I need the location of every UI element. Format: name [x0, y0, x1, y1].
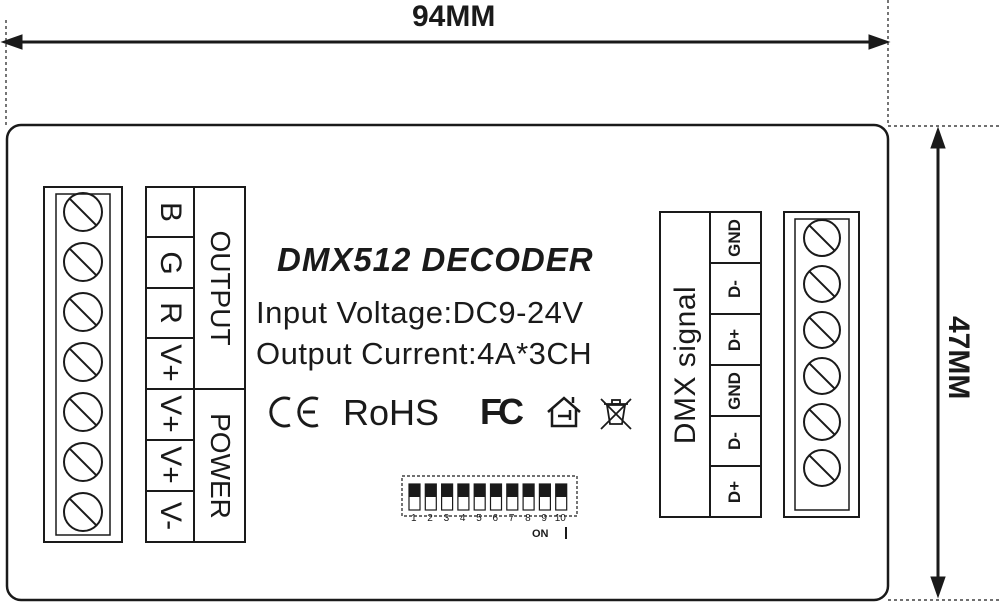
- dip-number-9: 9: [541, 513, 547, 524]
- power-pin-vminus: V-: [154, 501, 187, 531]
- dip-toggle-knob-9: [539, 484, 551, 497]
- input-voltage-spec: Input Voltage:DC9-24V: [256, 295, 584, 330]
- right-terminal-screw-2: [803, 265, 841, 303]
- dip-toggle-knob-4: [457, 484, 469, 497]
- power-pin-vplus-2: V+: [154, 446, 187, 484]
- left-terminal-screw-4: [63, 342, 103, 382]
- left-terminal-block: [43, 186, 123, 543]
- dip-switch: [401, 475, 578, 539]
- dip-number-8: 8: [525, 513, 531, 524]
- right-terminal-screw-1: [803, 219, 841, 257]
- right-terminal-screw-4: [803, 357, 841, 395]
- height-dimension: [888, 125, 1000, 601]
- dip-number-10: 10: [554, 513, 566, 524]
- power-group-label: POWER: [205, 413, 236, 519]
- dip-number-3: 3: [443, 513, 450, 524]
- dip-number-7: 7: [508, 513, 515, 524]
- product-title: DMX512 DECODER: [277, 241, 594, 278]
- output-pin-r: R: [154, 302, 187, 324]
- dip-toggle-knob-6: [490, 484, 502, 497]
- dmx-table: [659, 211, 762, 518]
- left-terminal-screw-5: [63, 392, 103, 432]
- dip-number-2: 2: [427, 513, 433, 524]
- dip-number-5: 5: [476, 513, 482, 524]
- left-terminal-screw-7: [63, 492, 103, 532]
- left-terminal-screw-6: [63, 442, 103, 482]
- power-pin-vplus-1: V+: [154, 395, 187, 433]
- right-terminal-screw-5: [803, 403, 841, 441]
- left-terminal-screw-3: [63, 292, 103, 332]
- dip-toggle-knob-5: [474, 484, 486, 497]
- dip-toggle-knob-2: [425, 484, 437, 497]
- weee-bin-icon: [600, 398, 632, 430]
- dip-number-4: 4: [459, 513, 466, 524]
- right-terminal-block: [783, 211, 860, 518]
- dmx-pin-dminus-2: D-: [725, 432, 744, 450]
- ce-mark: [269, 396, 319, 428]
- output-current-spec: Output Current:4A*3CH: [256, 336, 593, 371]
- height-label: 47MM: [942, 316, 975, 400]
- right-terminal-screw-6: [803, 449, 841, 487]
- output-pin-g: G: [154, 251, 187, 275]
- dip-toggle-knob-8: [523, 484, 535, 497]
- dip-number-1: 1: [411, 513, 417, 524]
- device-body: [5, 123, 890, 602]
- left-terminal-screw-1: [63, 192, 103, 232]
- dmx-pin-dminus-1: D-: [725, 280, 744, 298]
- dmx-signal-label: DMX signal: [669, 285, 702, 445]
- dmx-pin-dplus-2: D+: [725, 480, 744, 504]
- output-power-table: [145, 186, 246, 543]
- right-terminal-screw-3: [803, 311, 841, 349]
- width-dimension: [0, 0, 891, 125]
- output-pin-b: B: [154, 201, 187, 222]
- dip-number-6: 6: [492, 513, 499, 524]
- dip-toggle-knob-1: [409, 484, 420, 497]
- output-group-label: OUTPUT: [205, 230, 236, 346]
- dip-toggle-knob-10: [555, 484, 567, 497]
- dip-on-label: ON: [532, 528, 549, 540]
- dmx-pin-gnd-1: GND: [725, 219, 744, 257]
- indoor-use-icon: [547, 396, 581, 428]
- dip-toggle-knob-7: [506, 484, 518, 497]
- dmx-pin-dplus-1: D+: [725, 328, 744, 352]
- rohs-mark: RoHS: [343, 392, 440, 433]
- dip-toggle-knob-3: [441, 484, 453, 497]
- fcc-mark: FC: [480, 391, 524, 432]
- left-terminal-screw-2: [63, 242, 103, 282]
- width-label: 94MM: [412, 0, 496, 33]
- dmx-pin-gnd-2: GND: [725, 372, 744, 410]
- output-pin-vplus: V+: [154, 344, 187, 382]
